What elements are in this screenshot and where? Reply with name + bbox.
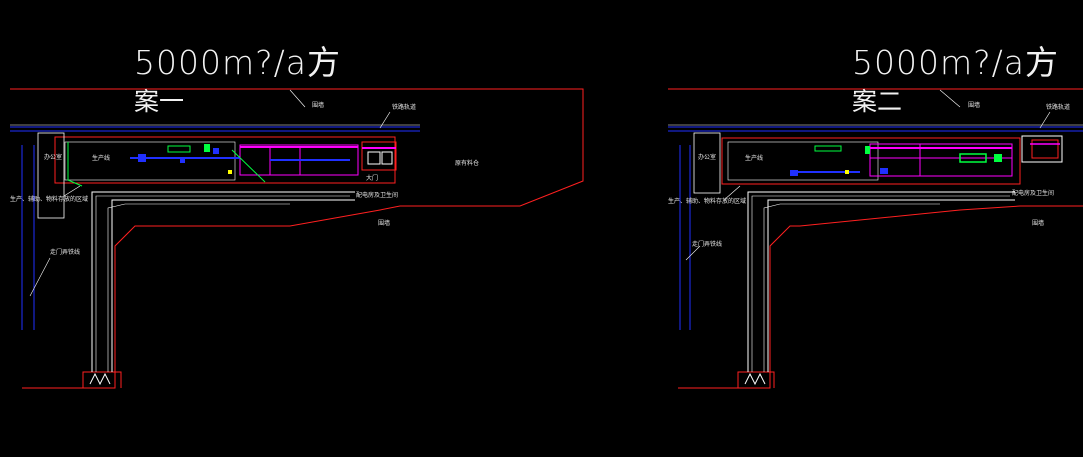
scheme-one-green-line xyxy=(67,142,83,187)
scheme-two-equipment xyxy=(880,168,888,174)
scheme-one-gate-label: 大门 xyxy=(366,175,379,182)
scheme-one-plan xyxy=(10,88,584,389)
scheme-one-left-block xyxy=(37,132,65,219)
scheme-two-title: 5000m?/a方 xyxy=(852,43,1059,82)
scheme-two-equipment xyxy=(865,146,870,154)
scheme-one-annex-label: 配电房及卫生间 xyxy=(356,192,399,199)
scheme-one-rail-label: 铁路轨道 xyxy=(392,104,417,111)
scheme-one-title: 5000m?/a方 xyxy=(134,43,341,82)
scheme-one-leader xyxy=(29,257,51,297)
scheme-one-road-outer xyxy=(91,191,355,372)
scheme-one-lower-wall-label: 围墙 xyxy=(378,220,391,227)
scheme-two-marker xyxy=(845,170,849,174)
scheme-one-warehouse-label: 原有料仓 xyxy=(455,160,480,167)
scheme-one-annex-box xyxy=(381,151,393,165)
scheme-two-lower-wall-label: 围墙 xyxy=(1032,220,1045,227)
scheme-one-road-curve xyxy=(107,203,290,372)
scheme-two-plan xyxy=(668,88,1083,389)
scheme-two-road-curve xyxy=(763,203,940,372)
scheme-one-diagonal xyxy=(231,149,266,183)
scheme-one-side-note: 生产、辅助、物料存放的区域 xyxy=(10,196,89,203)
scheme-two-leader xyxy=(685,245,701,261)
scheme-two-process-label: 生产线 xyxy=(745,155,764,162)
scheme-one-pipe-room xyxy=(239,144,359,176)
scheme-one-leader xyxy=(289,89,306,108)
scheme-two-wall-label: 围墙 xyxy=(968,102,981,109)
scheme-one-annex-box xyxy=(367,151,381,165)
scheme-one-leader xyxy=(379,111,391,129)
scheme-two-equipment xyxy=(790,170,798,176)
scheme-one-equipment xyxy=(204,144,210,152)
scheme-two-side-note: 生产、辅助、物料存放的区域 xyxy=(668,198,747,205)
scheme-two-gate-symbol xyxy=(744,372,766,386)
scheme-one-subtitle: 案一 xyxy=(134,87,185,116)
scheme-two-equipment xyxy=(959,153,987,163)
scheme-two-building xyxy=(721,137,1021,185)
scheme-two-road-inner xyxy=(767,199,1015,372)
scheme-one-boundary-wall xyxy=(10,88,584,389)
scheme-one-pipe-label: 走门弄铁线 xyxy=(50,249,81,256)
scheme-two-subtitle: 案二 xyxy=(852,87,903,116)
scheme-two-left-block xyxy=(693,132,721,194)
scheme-one-office-label: 办公室 xyxy=(44,154,63,161)
scheme-two-leader xyxy=(939,89,961,108)
scheme-one-equipment xyxy=(138,154,146,162)
scheme-two-inner-room xyxy=(727,141,879,181)
scheme-two-pipe-room xyxy=(869,143,1013,177)
scheme-two-annex-label: 配电房及卫生间 xyxy=(1012,190,1055,197)
scheme-two-leader xyxy=(723,185,741,201)
scheme-one-inner-room xyxy=(64,141,236,181)
scheme-one-marker xyxy=(228,170,232,174)
scheme-two-rail-label: 铁路轨道 xyxy=(1046,104,1071,111)
scheme-two-leader xyxy=(1039,111,1051,129)
scheme-two-annex xyxy=(1021,135,1063,163)
scheme-one-gate-line xyxy=(82,371,122,388)
scheme-two-annex-box xyxy=(1031,139,1059,159)
scheme-one-process-label: 生产线 xyxy=(92,155,111,162)
scheme-one-wall-label: 围墙 xyxy=(312,102,325,109)
scheme-one-road-inner xyxy=(111,199,355,372)
scheme-two-road-outer xyxy=(747,191,1015,372)
scheme-one-leader xyxy=(63,185,81,197)
scheme-two-pipe-label: 走门弄铁线 xyxy=(692,241,723,248)
scheme-two-road-edge xyxy=(751,195,1010,372)
scheme-one-equipment xyxy=(213,148,219,154)
scheme-one-equipment xyxy=(167,145,191,153)
scheme-one-road-edge xyxy=(95,195,350,372)
scheme-two-boundary-wall xyxy=(678,205,1083,389)
scheme-two-equipment xyxy=(994,154,1002,162)
scheme-two-office-label: 办公室 xyxy=(698,154,717,161)
scheme-one-equipment xyxy=(180,157,185,163)
scheme-one-building xyxy=(54,136,396,184)
scheme-two-gate-line xyxy=(737,371,775,388)
scheme-one-annex xyxy=(361,141,397,171)
scheme-two-equipment xyxy=(814,145,842,152)
scheme-one-gate-symbol xyxy=(89,372,111,386)
